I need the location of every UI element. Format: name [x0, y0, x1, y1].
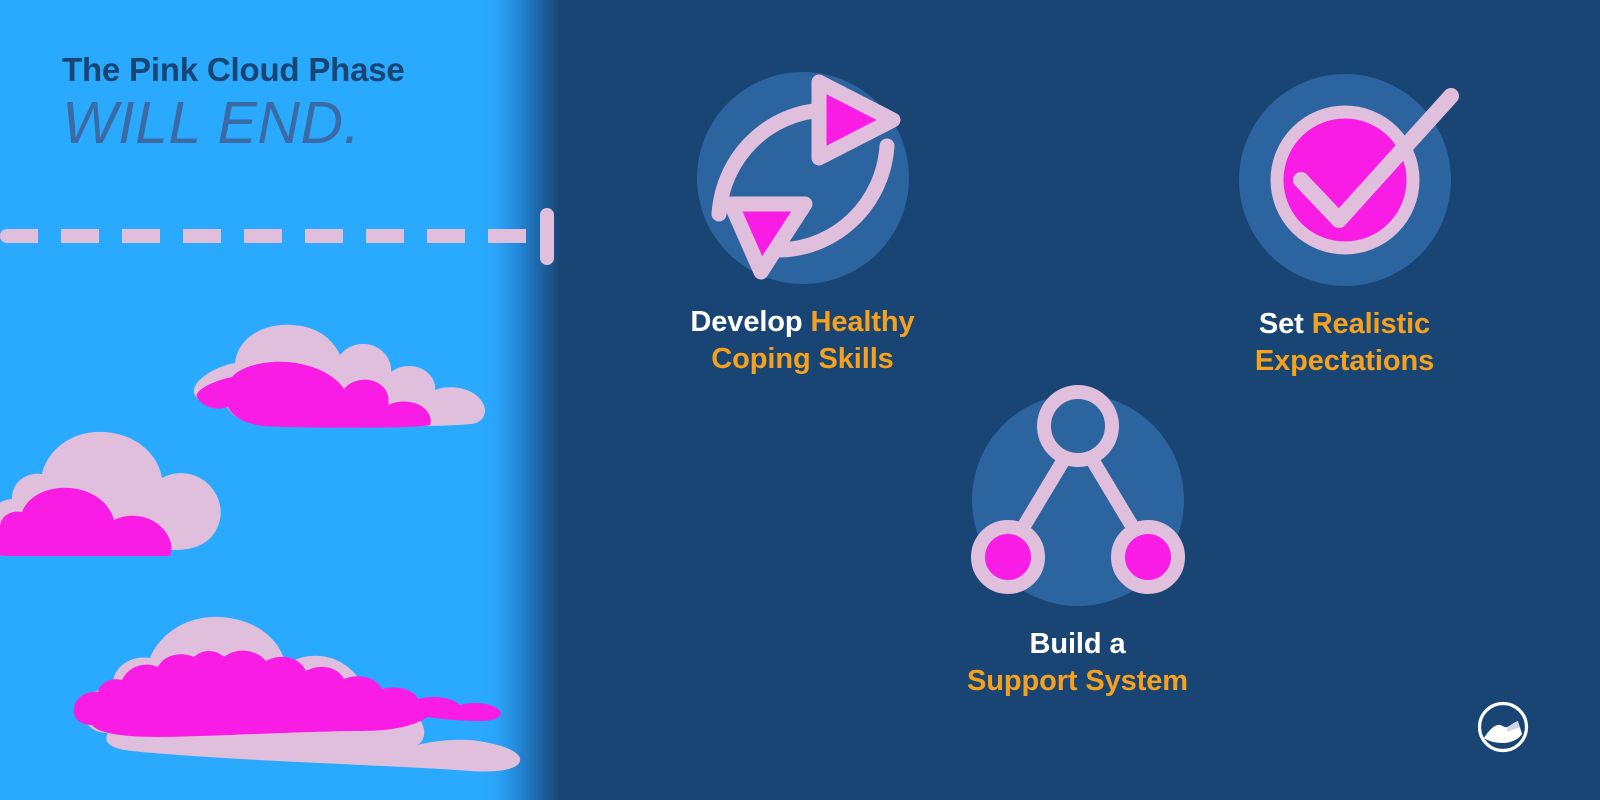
network-nodes-icon — [970, 385, 1185, 606]
cloud-middle-left-decoration — [0, 420, 300, 570]
caption-white-text: Develop — [690, 306, 811, 338]
timeline-end-marker — [540, 208, 554, 265]
caption-row-1: Set Realistic — [1122, 306, 1567, 343]
timeline-divider — [0, 208, 560, 265]
caption-accent-text-1: Healthy — [810, 306, 915, 338]
icon-container — [970, 385, 1185, 606]
caption-accent-text-2: Expectations — [1254, 344, 1435, 377]
caption-row-1: Develop Healthy — [580, 304, 1025, 341]
refresh-cycle-icon — [697, 72, 909, 284]
card-set-realistic-expectations[interactable]: Set Realistic Expectations — [1122, 74, 1567, 380]
caption-white-text: Set — [1258, 308, 1312, 340]
card-caption: Set Realistic Expectations — [1122, 306, 1567, 380]
card-caption: Develop Healthy Coping Skills — [580, 304, 1025, 378]
mountain-circle-logo[interactable] — [1476, 700, 1530, 754]
card-caption: Build a Support System — [855, 626, 1300, 700]
card-build-support-system[interactable]: Build a Support System — [855, 385, 1300, 700]
icon-container — [696, 72, 909, 284]
headline-line-2: WILL END. — [62, 89, 361, 156]
page-title: The Pink Cloud Phase WILL END. — [62, 51, 582, 156]
caption-white-text: Build a — [1029, 628, 1126, 660]
caption-accent-text-2: Support System — [967, 664, 1188, 697]
cloud-bottom-large-decoration — [60, 605, 640, 785]
caption-accent-text-2: Coping Skills — [711, 342, 894, 375]
card-develop-coping-skills[interactable]: Develop Healthy Coping Skills — [580, 72, 1025, 378]
cloud-top-right-decoration — [0, 315, 500, 435]
dashed-line — [0, 229, 545, 243]
icon-container — [1238, 74, 1459, 286]
caption-accent-text-1: Realistic — [1311, 308, 1431, 340]
check-circle-icon — [1239, 74, 1459, 286]
headline-line-1: The Pink Cloud Phase — [62, 51, 405, 88]
